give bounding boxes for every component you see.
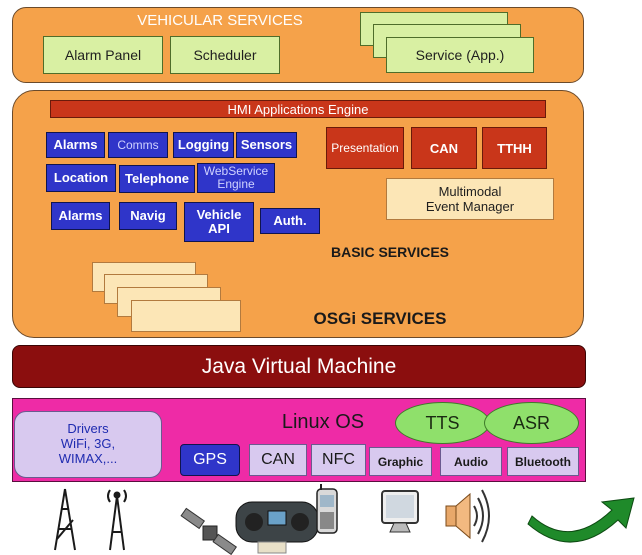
bundle-stack-4 xyxy=(131,300,241,332)
vehicle-api-line2: API xyxy=(208,221,230,236)
scheduler-box: Scheduler xyxy=(170,36,280,74)
vehicle-api-line1: Vehicle xyxy=(196,207,242,223)
mobile-phone-icon xyxy=(316,484,338,534)
monitor-icon xyxy=(381,490,419,533)
nfc-box: NFC xyxy=(311,444,366,476)
audio-box: Audio xyxy=(440,447,502,476)
alarms-module-1: Alarms xyxy=(46,132,105,158)
logging-module: Logging xyxy=(173,132,234,158)
can-osgi-box: CAN xyxy=(411,127,477,169)
graphic-box: Graphic xyxy=(369,447,432,476)
auth-module: Auth. xyxy=(260,208,320,234)
webservice-line2: Engine xyxy=(217,177,255,191)
vehicle-api-module: Vehicle API xyxy=(184,202,254,242)
comms-module: Comms xyxy=(108,132,168,158)
telephone-module: Telephone xyxy=(119,165,195,193)
location-module: Location xyxy=(46,164,116,192)
antenna-icon xyxy=(107,489,127,551)
presentation-box: Presentation xyxy=(326,127,404,169)
navig-module: Navig xyxy=(119,202,177,230)
tts-oval: TTS xyxy=(395,402,490,444)
alarms-module-2: Alarms xyxy=(51,202,110,230)
vehicular-services-title: VEHICULAR SERVICES xyxy=(137,12,303,29)
drivers-box: Drivers WiFi, 3G, WIMAX,... xyxy=(14,411,162,478)
mm-line2: Event Manager xyxy=(425,199,515,214)
steering-wheel-icon xyxy=(235,501,319,554)
can-linux-box: CAN xyxy=(249,444,307,476)
tower-icon xyxy=(54,488,76,551)
gps-box: GPS xyxy=(180,444,240,476)
webservice-engine-module: WebService Engine xyxy=(197,163,275,193)
tthh-box: TTHH xyxy=(482,127,547,169)
osgi-services-label: OSGi SERVICES xyxy=(313,309,447,328)
basic-services-label: BASIC SERVICES xyxy=(331,244,449,260)
drivers-line2: WiFi, 3G, xyxy=(60,436,116,452)
mm-line1: Multimodal xyxy=(438,184,502,199)
alarm-panel-box: Alarm Panel xyxy=(43,36,163,74)
satellite-icon xyxy=(180,507,238,555)
jvm-bar: Java Virtual Machine xyxy=(12,345,586,388)
drivers-line1: Drivers xyxy=(67,421,109,437)
speaker-icon xyxy=(445,489,490,543)
asr-oval: ASR xyxy=(484,402,579,444)
service-app-box: Service (App.) xyxy=(386,37,534,73)
webservice-line1: WebService xyxy=(203,164,269,179)
multimodal-event-manager-box: Multimodal Event Manager xyxy=(386,178,554,220)
hmi-engine-bar: HMI Applications Engine xyxy=(50,100,546,118)
sensors-module: Sensors xyxy=(236,132,297,158)
bluetooth-box: Bluetooth xyxy=(507,447,579,476)
linux-os-title: Linux OS xyxy=(281,411,365,433)
bottom-icons xyxy=(54,484,635,555)
drivers-line3: WIMAX,... xyxy=(58,450,118,466)
curved-arrow-icon xyxy=(527,497,635,543)
